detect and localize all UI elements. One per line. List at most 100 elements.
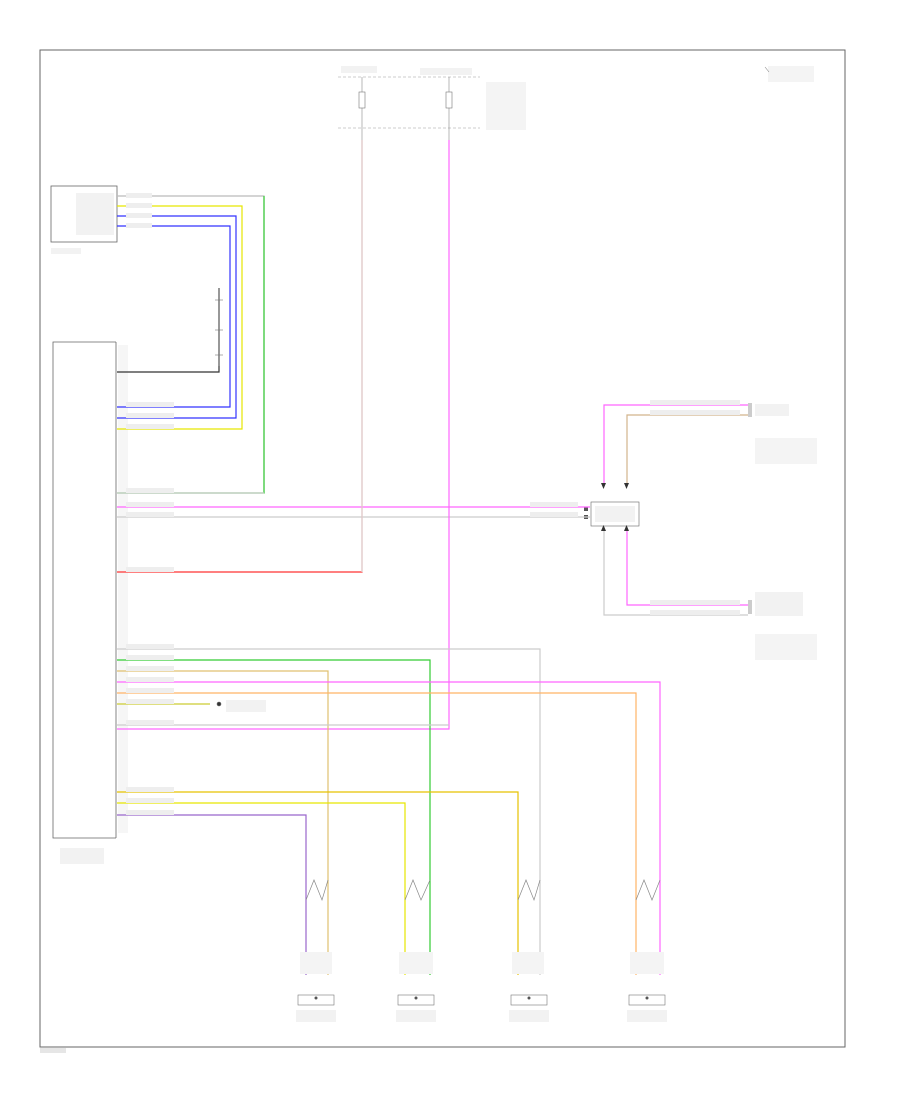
switch-arrow-right-bottom — [624, 525, 629, 531]
wire-spk-orange — [117, 692, 637, 975]
wire-audio-blue-1 — [117, 215, 237, 419]
speaker-1-dot — [314, 996, 318, 1000]
wire-label — [126, 810, 174, 815]
wire-label — [126, 567, 174, 572]
wire-label — [126, 213, 152, 218]
remote-switch-dot — [216, 701, 222, 707]
remote-switch — [584, 483, 640, 531]
diagram-border — [39, 49, 846, 1048]
control-module-pin-labels — [118, 345, 128, 833]
speaker-2-body — [397, 994, 435, 1006]
wire-spk-yellow — [117, 791, 519, 975]
wire-tweeter-right-pink — [603, 404, 748, 483]
wire-spk-tan — [117, 670, 329, 975]
harness-splices — [215, 288, 223, 707]
speaker-2-connector — [399, 952, 433, 974]
fuse-left — [358, 91, 366, 109]
speaker-4-name-block — [627, 1010, 667, 1022]
wire-label — [126, 644, 174, 649]
wire-spk-pink — [117, 681, 661, 975]
speaker-3-connector — [512, 952, 544, 974]
speaker-4-body — [628, 994, 666, 1006]
tweeter-left-name-block — [755, 634, 817, 660]
front-tweeter-right — [748, 403, 817, 464]
speaker-1 — [296, 879, 336, 1022]
audio-unit — [50, 185, 118, 254]
speaker-3-dot — [527, 996, 531, 1000]
footer-code-block — [40, 1048, 66, 1053]
fuse-block — [338, 66, 526, 140]
control-module-name-block — [60, 848, 104, 864]
speaker-2-twist — [404, 879, 431, 901]
wire-label — [126, 223, 152, 228]
speaker-2 — [396, 879, 436, 1022]
tweeter-left-label — [755, 592, 803, 616]
wire-label — [126, 488, 174, 493]
wire-label — [126, 193, 152, 198]
front-tweeter-left — [748, 592, 817, 660]
speaker-4-connector — [630, 952, 664, 974]
wire-label — [530, 502, 578, 507]
wire-label — [126, 512, 174, 517]
wire-audio-yellow — [117, 205, 243, 430]
speaker-3-body — [510, 994, 548, 1006]
wire-audio-black — [117, 288, 220, 373]
wire-label — [650, 400, 740, 405]
wire-label — [650, 410, 740, 415]
control-module-outline — [52, 341, 116, 839]
wires — [117, 140, 748, 975]
speaker-1-twist — [305, 879, 329, 902]
wire-label — [126, 798, 174, 803]
wire-fuse-right-pink — [117, 140, 450, 730]
speaker-4-dot — [645, 996, 649, 1000]
speaker-4 — [627, 879, 667, 1022]
wire-label — [126, 666, 174, 671]
speaker-1-name-block — [296, 1010, 336, 1022]
speakers — [296, 879, 667, 1022]
control-module — [52, 341, 128, 864]
remote-label-block — [226, 700, 266, 712]
speaker-3-name-block — [509, 1010, 549, 1022]
wire-label — [650, 600, 740, 605]
wire-tweeter-left-pink — [626, 531, 748, 606]
wire-label — [126, 424, 174, 429]
switch-arrow-left-bottom — [601, 525, 606, 531]
audio-unit-name-block — [51, 248, 81, 254]
wire-label — [650, 610, 740, 615]
wire-label — [126, 413, 174, 418]
speaker-2-name-block — [396, 1010, 436, 1022]
legend-note-tick — [764, 66, 770, 73]
wire-spk-green — [117, 659, 431, 975]
wire-spk-purple — [117, 814, 307, 975]
wire-label — [126, 677, 174, 682]
wire-spk-lightgray — [117, 648, 541, 975]
switch-arrow-right-top — [624, 483, 629, 489]
tweeter-left-connector — [748, 600, 752, 614]
speaker-3-twist — [517, 879, 541, 902]
tweeter-right-connector — [748, 403, 752, 417]
fuse-right — [445, 91, 453, 109]
legend-note-block — [768, 66, 814, 82]
wire-label-blocks — [126, 193, 740, 815]
wire-label — [530, 512, 578, 517]
remote-switch-label — [595, 506, 635, 522]
speaker-1-connector — [300, 952, 332, 974]
switch-arrow-left-top — [601, 483, 606, 489]
tweeter-right-name-block — [755, 438, 817, 464]
speaker-4-twist — [635, 879, 661, 901]
wire-label — [126, 402, 174, 407]
wire-label — [126, 699, 174, 704]
fuse-side-label-block — [486, 82, 526, 130]
fuse-label-block-left — [341, 66, 377, 73]
wire-label — [126, 655, 174, 660]
wire-tweeter-right-tan — [626, 414, 748, 483]
speaker-2-dot — [414, 996, 418, 1000]
speaker-3 — [509, 879, 549, 1022]
fuse-label-block-right — [420, 68, 472, 75]
wire-audio-blue-2 — [117, 225, 231, 408]
wire-label — [126, 502, 174, 507]
wire-label — [126, 688, 174, 693]
wire-label — [126, 203, 152, 208]
wire-label — [126, 787, 174, 792]
